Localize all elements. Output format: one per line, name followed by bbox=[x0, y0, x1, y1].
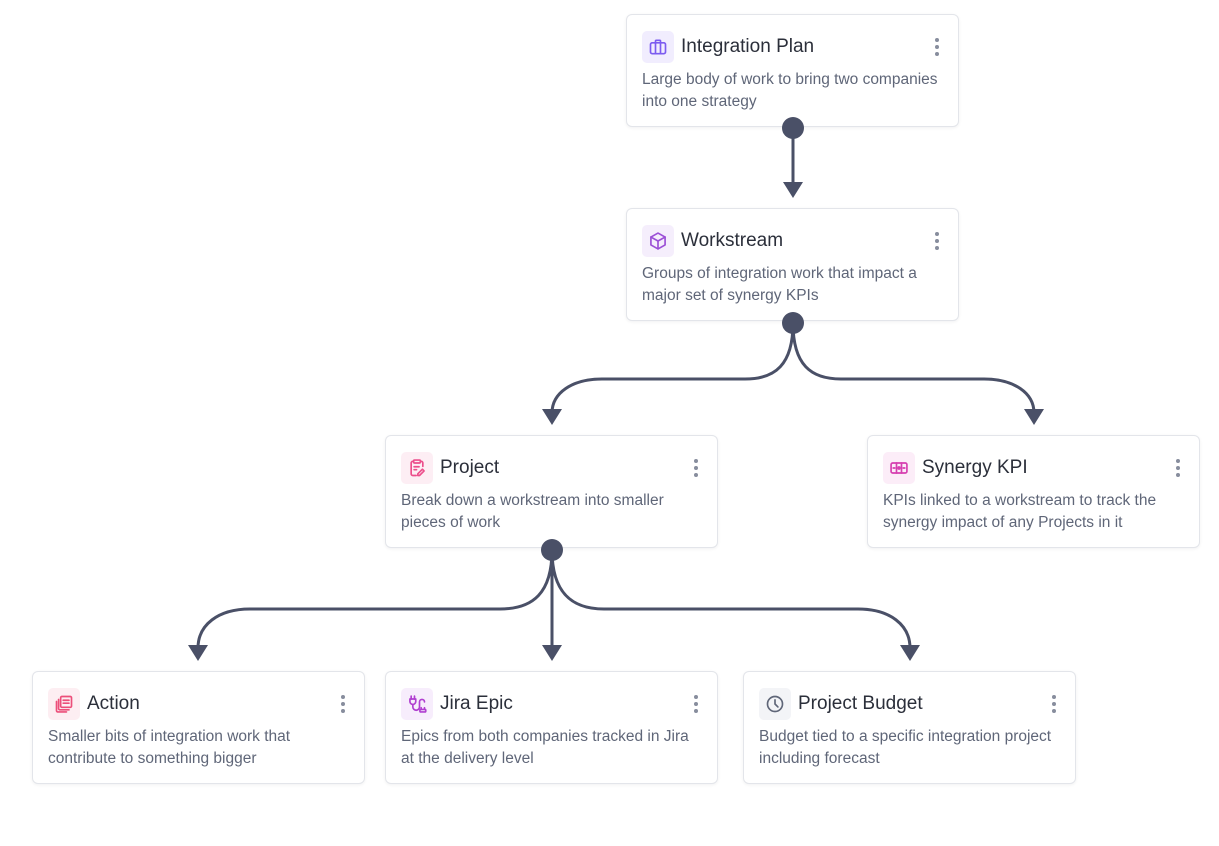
kebab-menu-icon[interactable] bbox=[686, 454, 706, 482]
briefcase-icon bbox=[642, 31, 674, 63]
node-title: Project Budget bbox=[798, 693, 923, 714]
stacked-cards-icon bbox=[48, 688, 80, 720]
kebab-menu-icon[interactable] bbox=[1044, 690, 1064, 718]
node-action[interactable]: Action Smaller bits of integration work … bbox=[32, 671, 365, 784]
node-synergy-kpi[interactable]: Synergy KPI KPIs linked to a workstream … bbox=[867, 435, 1200, 548]
clock-icon bbox=[759, 688, 791, 720]
node-title: Synergy KPI bbox=[922, 457, 1028, 478]
ticket-icon bbox=[883, 452, 915, 484]
node-description: KPIs linked to a workstream to track the… bbox=[883, 492, 1157, 531]
node-title: Integration Plan bbox=[681, 36, 815, 57]
kebab-menu-icon[interactable] bbox=[927, 227, 947, 255]
arrowhead-jira-epic bbox=[542, 645, 562, 661]
arrowhead-synergy-kpi bbox=[1024, 409, 1044, 425]
arrowhead-project bbox=[542, 409, 562, 425]
connector-project-to-action bbox=[196, 548, 554, 650]
kebab-menu-icon[interactable] bbox=[333, 690, 353, 718]
kebab-menu-icon[interactable] bbox=[686, 690, 706, 718]
cube-icon bbox=[642, 225, 674, 257]
node-project[interactable]: Project Break down a workstream into sma… bbox=[385, 435, 718, 548]
connector-workstream-to-synergy-kpi bbox=[791, 321, 1036, 415]
node-integration-plan[interactable]: Integration Plan Large body of work to b… bbox=[626, 14, 959, 127]
node-description: Epics from both companies tracked in Jir… bbox=[401, 728, 689, 767]
arrowhead-budget bbox=[900, 645, 920, 661]
node-title: Jira Epic bbox=[440, 693, 513, 714]
node-title: Workstream bbox=[681, 230, 784, 251]
node-workstream[interactable]: Workstream Groups of integration work th… bbox=[626, 208, 959, 321]
node-description: Large body of work to bring two companie… bbox=[642, 71, 938, 110]
node-project-budget[interactable]: Project Budget Budget tied to a specific… bbox=[743, 671, 1076, 784]
connector-project-to-budget bbox=[550, 548, 912, 650]
arrowhead-workstream bbox=[783, 182, 803, 198]
plug-icon bbox=[401, 688, 433, 720]
node-description: Break down a workstream into smaller pie… bbox=[401, 492, 664, 531]
node-description: Groups of integration work that impact a… bbox=[642, 265, 917, 304]
node-title: Project bbox=[440, 457, 500, 478]
node-jira-epic[interactable]: Jira Epic Epics from both companies trac… bbox=[385, 671, 718, 784]
arrowhead-action bbox=[188, 645, 208, 661]
node-description: Smaller bits of integration work that co… bbox=[48, 728, 291, 767]
kebab-menu-icon[interactable] bbox=[927, 33, 947, 61]
connector-workstream-to-project bbox=[550, 321, 795, 415]
kebab-menu-icon[interactable] bbox=[1168, 454, 1188, 482]
node-description: Budget tied to a specific integration pr… bbox=[759, 728, 1052, 767]
clipboard-edit-icon bbox=[401, 452, 433, 484]
node-title: Action bbox=[87, 693, 140, 714]
